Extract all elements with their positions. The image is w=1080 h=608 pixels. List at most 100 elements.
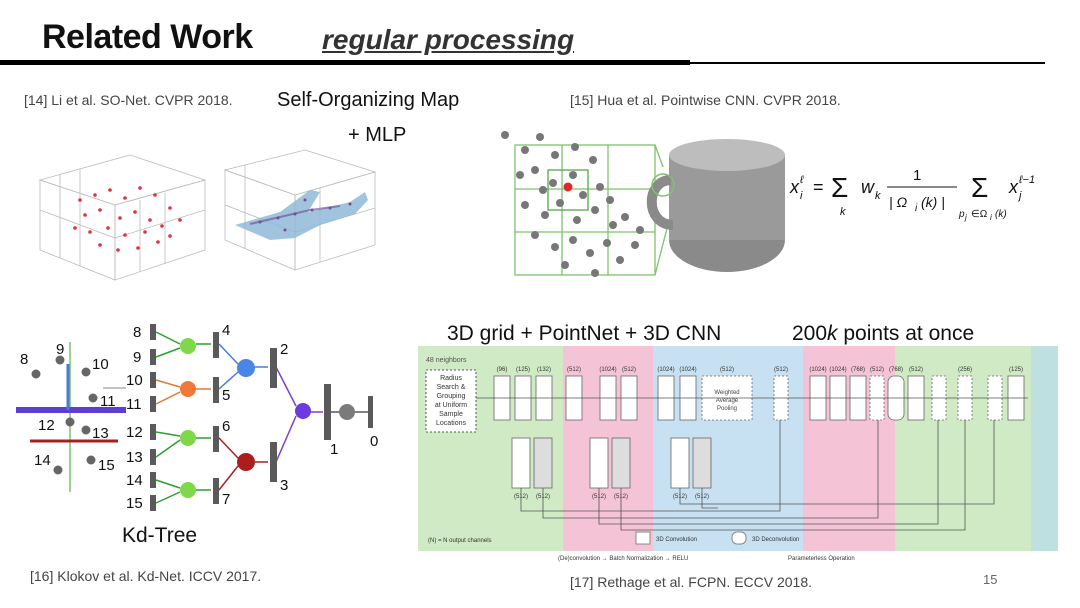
- kd-tree-label: Kd-Tree: [122, 524, 198, 547]
- channel-label: (125): [516, 367, 530, 373]
- radius-line: Locations: [436, 420, 466, 427]
- tree-leaf-label: 8: [133, 324, 141, 341]
- tree-node-label: 2: [280, 341, 288, 358]
- tree-node-label: 4: [222, 322, 230, 339]
- channel-label: (1024): [829, 367, 846, 373]
- svg-text:∈Ω: ∈Ω: [971, 209, 988, 220]
- grid-points: [501, 131, 644, 277]
- kd-net-figure: 8 9 10 11 12 13 14 15: [16, 322, 378, 512]
- points-at-once-label: 200k points at once: [792, 322, 974, 346]
- kd-point-label: 14: [34, 452, 51, 469]
- svg-text:x: x: [1008, 177, 1019, 197]
- kd-point-label: 15: [98, 457, 115, 474]
- kd-tree-nodes: [180, 338, 355, 498]
- legend-paramless: Parameterless Operation: [788, 556, 855, 562]
- legend-deconv: 3D Deconvolution: [752, 537, 799, 543]
- tree-leaf-label: 12: [126, 424, 143, 441]
- pointwise-formula: x ℓ i = Σ k w k 1 | Ω i (k) | Σ p j ∈Ω i…: [789, 167, 1035, 222]
- kd-point-label: 10: [92, 356, 109, 373]
- channel-label: (1024): [809, 367, 826, 373]
- som-points-left: [73, 186, 182, 252]
- svg-text:| Ω: | Ω: [889, 194, 908, 210]
- tree-node-label: 6: [222, 418, 230, 435]
- channel-label: (768): [851, 367, 865, 373]
- svg-text:i: i: [990, 213, 992, 222]
- kd-point-label: 12: [38, 417, 55, 434]
- weighted-avg-line: Average: [716, 398, 739, 404]
- channel-label: (512): [567, 367, 581, 373]
- cube-left: [38, 154, 207, 281]
- tree-node-label: 1: [330, 441, 338, 458]
- tree-node-label: 7: [222, 491, 230, 508]
- kd-point-label: 13: [92, 425, 109, 442]
- radius-line: at Uniform: [435, 402, 467, 409]
- ref-15: [15] Hua et al. Pointwise CNN. CVPR 2018…: [570, 92, 841, 108]
- kd-point-label: 9: [56, 341, 64, 358]
- radius-line: Sample: [439, 411, 463, 418]
- tree-leaf-label: 9: [133, 349, 141, 366]
- so-net-figure: [38, 149, 377, 281]
- svg-text:x: x: [789, 177, 800, 197]
- radius-line: Search &: [437, 384, 466, 391]
- tree-node-label: 3: [280, 477, 288, 494]
- kd-point-label: 11: [100, 393, 116, 410]
- svg-text:(k): (k): [995, 209, 1007, 220]
- som-label: Self-Organizing Map: [277, 89, 460, 111]
- channel-label: (1024): [599, 367, 616, 373]
- svg-text:Σ: Σ: [971, 172, 988, 203]
- tree-leaf-label: 11: [126, 396, 142, 413]
- radius-block-text: Radius Search & Grouping at Uniform Samp…: [435, 375, 467, 427]
- radius-line: Grouping: [437, 393, 466, 400]
- title-rule-thick: [0, 60, 690, 65]
- svg-text:1: 1: [913, 167, 921, 184]
- legend-note: (N) = N output channels: [428, 538, 492, 544]
- svg-text:k: k: [840, 206, 846, 218]
- pointwise-cnn-figure: x ℓ i = Σ k w k 1 | Ω i (k) | Σ p j ∈Ω i…: [501, 131, 1035, 277]
- points-count: 200: [792, 322, 828, 345]
- tree-leaf-label: 15: [126, 495, 143, 512]
- channel-label: (256): [958, 367, 972, 373]
- channel-label: (132): [537, 367, 551, 373]
- slide-subtitle: regular processing: [322, 24, 575, 55]
- svg-text:i: i: [800, 190, 803, 202]
- neighbors-label: 48 neighbors: [426, 357, 467, 364]
- legend-deconv-swatch: [731, 531, 747, 545]
- svg-text:ℓ: ℓ: [799, 174, 804, 186]
- mlp-label: + MLP: [348, 124, 407, 146]
- tree-leaf-label: 13: [126, 449, 143, 466]
- ref-14: [14] Li et al. SO-Net. CVPR 2018.: [24, 92, 233, 108]
- kd-tree-edges: [155, 331, 368, 504]
- channel-label: (512): [774, 367, 788, 373]
- legend-ops: (De)convolution → Batch Normalization → …: [558, 556, 688, 562]
- kd-partition: [16, 342, 126, 492]
- kd-tree-leaf-labels: 8 9 10 11 12 13 14 15: [126, 324, 143, 512]
- weighted-avg-line: Weighted: [714, 390, 739, 396]
- channel-label: (768): [889, 367, 903, 373]
- svg-text:w: w: [861, 177, 875, 197]
- mug-point-cloud: [646, 139, 785, 272]
- kd-tree-node-labels: 4 5 6 7 2 3 1 0: [222, 322, 378, 508]
- tree-node-label: 5: [222, 387, 230, 404]
- svg-text:ℓ−1: ℓ−1: [1018, 174, 1035, 186]
- svg-text:=: =: [813, 177, 824, 197]
- airplane-point-cloud: [235, 190, 368, 240]
- channel-label: (512): [622, 367, 636, 373]
- kd-point-labels: 8 9 10 11 12 13 14 15: [20, 341, 116, 474]
- tree-leaf-label: 10: [126, 372, 143, 389]
- svg-text:j: j: [1017, 190, 1022, 202]
- svg-text:Σ: Σ: [831, 172, 848, 203]
- weighted-avg-line: Pooling: [717, 406, 737, 412]
- band-teal: [1031, 346, 1058, 551]
- ref-16: [16] Klokov et al. Kd-Net. ICCV 2017.: [30, 568, 262, 584]
- channel-label: (96): [497, 367, 508, 373]
- title-rule-thin: [690, 62, 1045, 64]
- weighted-avg-text: Weighted Average Pooling: [714, 390, 739, 412]
- channel-label: (1024): [657, 367, 674, 373]
- conv-blocks-bottom: [511, 437, 712, 489]
- skip-connections: [520, 420, 995, 531]
- kd-point-label: 8: [20, 351, 28, 368]
- svg-text:i: i: [915, 203, 918, 214]
- center-point: [563, 182, 573, 192]
- svg-text:k: k: [875, 190, 881, 202]
- page-number: 15: [983, 572, 998, 587]
